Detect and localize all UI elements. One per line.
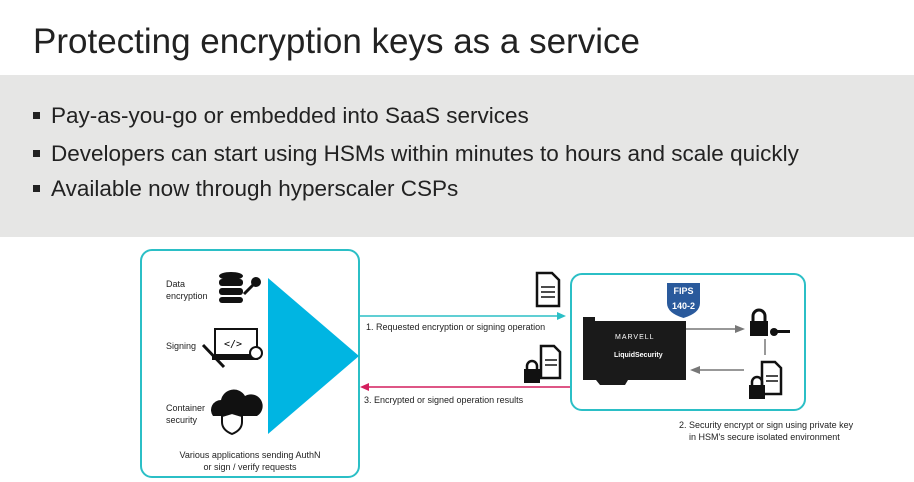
locked-document-icon <box>524 344 562 383</box>
svg-text:</>: </> <box>224 339 242 350</box>
bullet-band: Pay-as-you-go or embedded into SaaS serv… <box>0 75 914 237</box>
hsm-product: LiquidSecurity <box>614 352 663 359</box>
locked-document-icon <box>749 360 783 399</box>
step-2-label: 2. Security encrypt or sign using privat… <box>679 420 854 442</box>
lock-key-icon <box>750 308 790 336</box>
document-icon <box>535 271 561 308</box>
hsm-brand: MARVELL <box>615 334 655 341</box>
step-1-label: 1. Requested encryption or signing opera… <box>366 322 546 332</box>
hsm-card <box>583 317 686 385</box>
bullet-text: Pay-as-you-go or embedded into SaaS serv… <box>51 103 529 128</box>
request-arrow-head <box>557 312 566 320</box>
database-key-icon <box>219 272 261 303</box>
step-3-label: 3. Encrypted or signed operation results <box>364 395 524 405</box>
signing-code-icon: </> <box>201 328 263 369</box>
bullet-3: Available now through hyperscaler CSPs <box>33 176 458 202</box>
bullet-text: Available now through hyperscaler CSPs <box>51 176 459 201</box>
result-arrow-head <box>360 383 369 391</box>
slide-title: Protecting encryption keys as a service <box>33 22 640 61</box>
svg-text:FIPS: FIPS <box>673 286 693 296</box>
cloud-shield-icon <box>210 389 263 436</box>
gateway-triangle <box>268 278 359 434</box>
signing-label: Signing <box>166 341 197 351</box>
bullet-2: Developers can start using HSMs within m… <box>33 141 799 167</box>
bullet-text: Developers can start using HSMs within m… <box>51 141 799 166</box>
svg-text:140-2: 140-2 <box>672 301 695 311</box>
bullet-1: Pay-as-you-go or embedded into SaaS serv… <box>33 103 529 129</box>
fips-shield-icon: FIPS 140-2 <box>667 283 700 318</box>
